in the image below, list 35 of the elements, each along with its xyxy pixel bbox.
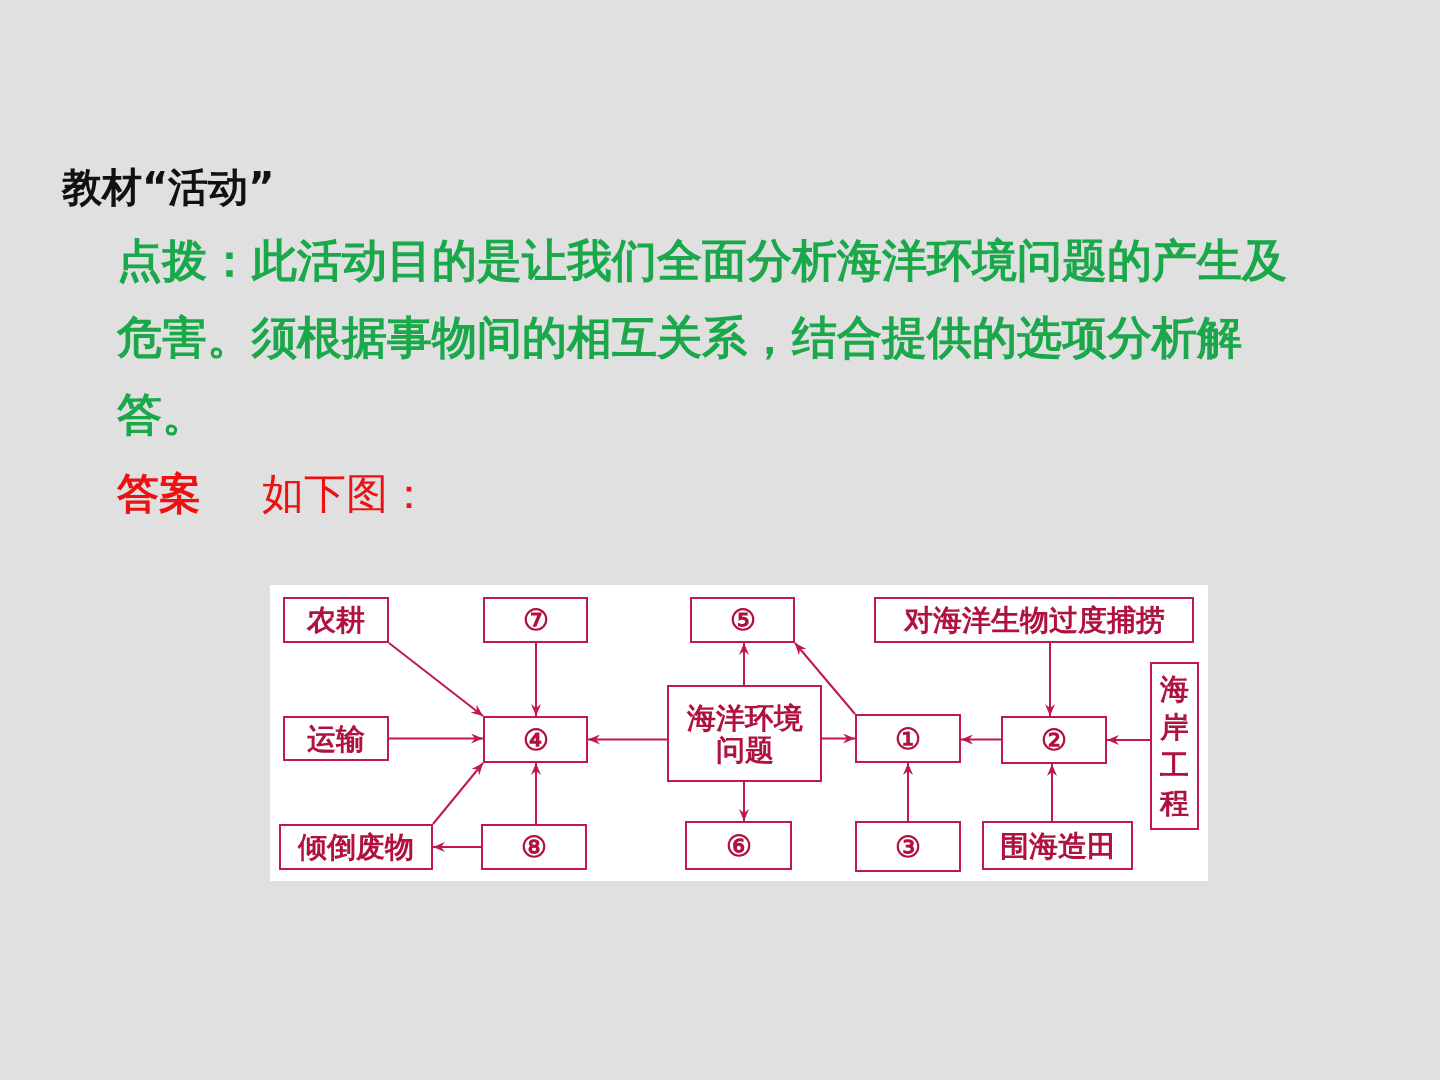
- text-box: 农耕: [283, 597, 389, 643]
- text-box: 倾倒废物: [279, 824, 433, 870]
- arrow: [1106, 735, 1151, 745]
- arrow: [1047, 763, 1057, 822]
- text-box: ⑦: [483, 597, 588, 643]
- arrow: [821, 733, 856, 744]
- answer-text: 如下图：: [262, 468, 430, 520]
- arrow: [388, 642, 484, 717]
- text-box: 海岸工程: [1150, 662, 1199, 830]
- arrow: [960, 734, 1002, 745]
- text-box: ⑧: [481, 824, 587, 870]
- arrow: [1045, 642, 1055, 717]
- answer-label: 答案: [117, 468, 201, 520]
- arrow: [903, 762, 913, 822]
- arrow: [531, 762, 541, 825]
- text-box: 对海洋生物过度捕捞: [874, 597, 1194, 643]
- arrow: [739, 781, 749, 822]
- text-box: 海洋环境问题: [667, 685, 822, 782]
- arrow: [432, 842, 482, 852]
- heading: 教材“活动”: [62, 163, 275, 212]
- arrow: [739, 642, 749, 686]
- text-box: ②: [1001, 716, 1107, 764]
- hint-paragraph: 点拨：此活动目的是让我们全面分析海洋环境问题的产生及危害。须根据事物间的相互关系，结合提供的选项分析解答。: [117, 233, 1288, 443]
- arrow: [432, 762, 484, 825]
- arrow: [388, 733, 484, 744]
- text-box: ④: [483, 716, 588, 763]
- text-box: ⑥: [685, 821, 792, 870]
- arrow: [794, 642, 856, 715]
- text-box: ①: [855, 714, 961, 763]
- text-box: ⑤: [690, 597, 795, 643]
- text-box: 运输: [283, 716, 389, 761]
- arrow: [531, 642, 541, 717]
- arrow: [587, 734, 668, 745]
- text-box: 围海造田: [982, 821, 1133, 870]
- text-box: ③: [855, 821, 961, 872]
